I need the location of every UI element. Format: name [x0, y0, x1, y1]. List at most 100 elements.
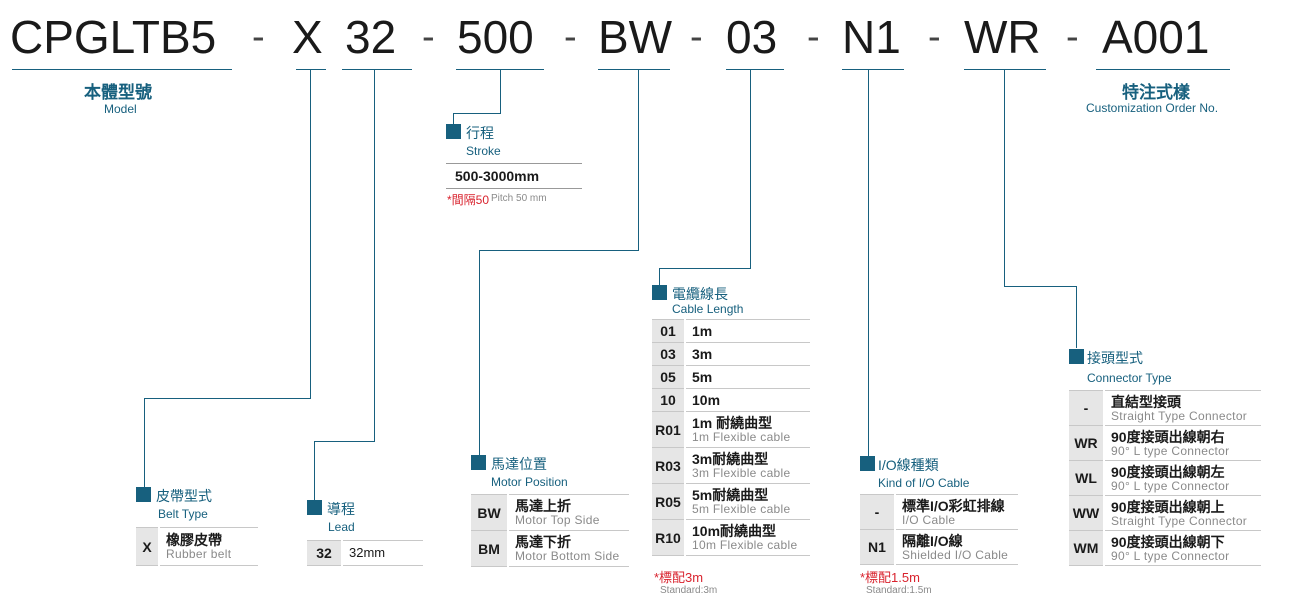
- table-row: 01 1m: [652, 319, 810, 343]
- belt-table: X 橡膠皮帶 Rubber belt: [136, 527, 258, 566]
- code-dash-2: -: [422, 16, 435, 58]
- underline-io: [842, 69, 904, 70]
- cable-title-en: Cable Length: [672, 302, 744, 316]
- code-motor: BW: [598, 11, 673, 63]
- connector-code-0: -: [1069, 390, 1105, 426]
- lead-value: 32mm: [349, 545, 386, 560]
- stroke-top-line: [446, 163, 582, 164]
- code-dash-6: -: [928, 16, 941, 58]
- wire-stroke-h: [453, 113, 501, 114]
- io-title-zh: I/O線種類: [878, 457, 939, 473]
- table-row: 05 5m: [652, 365, 810, 389]
- cable-value-3: 10m: [692, 392, 721, 408]
- io-code-1: N1: [860, 529, 896, 565]
- cable-note-red: *標配3m: [654, 570, 704, 585]
- wire-lead-h: [314, 441, 375, 442]
- code-dash-4: -: [690, 16, 703, 58]
- stroke-title-zh: 行程: [466, 125, 494, 141]
- cable-title-zh: 電纜線長: [672, 286, 728, 302]
- custom-label-zh: 特注式樣: [1122, 83, 1190, 102]
- motor-square-icon: [471, 455, 486, 470]
- connector-zh-4: 90度接頭出線朝下: [1111, 533, 1225, 550]
- connector-zh-2: 90度接頭出線朝左: [1111, 463, 1225, 480]
- belt-title-en: Belt Type: [158, 507, 208, 521]
- io-en-0: I/O Cable: [902, 512, 956, 527]
- cable-code-3: 10: [652, 388, 686, 412]
- io-note-gray: Standard:1.5m: [866, 585, 932, 596]
- underline-belt: [296, 69, 326, 70]
- wire-motor-v: [638, 69, 639, 251]
- motor-code-0: BW: [471, 494, 509, 531]
- cable-flex-zh-2: 5m耐繞曲型: [692, 487, 769, 503]
- connector-cell-3: 90度接頭出線朝上 Straight Type Connector: [1104, 495, 1261, 531]
- connector-zh-3: 90度接頭出線朝上: [1111, 498, 1225, 515]
- io-zh-0: 標準I/O彩虹排線: [902, 497, 1005, 514]
- table-row: 32 32mm: [307, 540, 423, 566]
- wire-connector-v: [1004, 69, 1005, 287]
- table-row: 10 10m: [652, 388, 810, 412]
- connector-table: - 直結型接頭 Straight Type Connector WR 90度接頭…: [1069, 390, 1261, 566]
- wire-belt-v: [310, 69, 311, 399]
- wire-stroke-v: [500, 69, 501, 114]
- stroke-value: 500-3000mm: [455, 168, 540, 184]
- wire-connector-h: [1004, 286, 1077, 287]
- cable-value-1: 3m: [692, 346, 713, 362]
- cable-flex-zh-3: 10m耐繞曲型: [692, 523, 777, 539]
- motor-code-1: BM: [471, 530, 509, 567]
- io-en-1: Shielded I/O Cable: [902, 547, 1009, 562]
- cable-flex-zh-0: 1m 耐繞曲型: [692, 415, 773, 431]
- underline-lead: [342, 69, 412, 70]
- cable-flex-code-2: R05: [652, 483, 686, 520]
- io-square-icon: [860, 456, 875, 471]
- cable-flex-code-3: R10: [652, 519, 686, 556]
- cable-flex-cell-1: 3m耐繞曲型 3m Flexible cable: [685, 447, 810, 484]
- motor-title-en: Motor Position: [491, 475, 568, 489]
- cable-cell-1: 3m: [685, 342, 810, 366]
- belt-cell: 橡膠皮帶 Rubber belt: [159, 527, 258, 566]
- code-io: N1: [842, 11, 901, 63]
- code-stroke: 500: [457, 11, 534, 63]
- wire-cable-v2: [659, 268, 660, 286]
- connector-code-1: WR: [1069, 425, 1105, 461]
- table-row: WR 90度接頭出線朝右 90° L type Connector: [1069, 425, 1261, 461]
- belt-code: X: [136, 527, 160, 566]
- cable-flex-cell-2: 5m耐繞曲型 5m Flexible cable: [685, 483, 810, 520]
- wire-lead-v: [374, 69, 375, 442]
- table-row: 03 3m: [652, 342, 810, 366]
- cable-flex-en-2: 5m Flexible cable: [692, 502, 791, 516]
- cable-cell-0: 1m: [685, 319, 810, 343]
- table-row: WW 90度接頭出線朝上 Straight Type Connector: [1069, 495, 1261, 531]
- belt-title-zh: 皮帶型式: [156, 488, 212, 504]
- custom-label-en: Customization Order No.: [1086, 101, 1219, 115]
- motor-zh-0: 馬達上折: [515, 498, 571, 514]
- table-row: R03 3m耐繞曲型 3m Flexible cable: [652, 447, 810, 484]
- connector-en-2: 90° L type Connector: [1111, 478, 1230, 493]
- connector-zh-1: 90度接頭出線朝右: [1111, 428, 1225, 445]
- code-connector: WR: [964, 11, 1041, 63]
- wire-motor-v2: [479, 250, 480, 456]
- motor-cell-1: 馬達下折 Motor Bottom Side: [508, 530, 629, 567]
- cable-code-0: 01: [652, 319, 686, 343]
- belt-en: Rubber belt: [166, 547, 232, 561]
- io-cell-1: 隔離I/O線 Shielded I/O Cable: [895, 529, 1018, 565]
- belt-square-icon: [136, 487, 151, 502]
- underline-custom: [1096, 69, 1230, 70]
- motor-en-1: Motor Bottom Side: [515, 549, 620, 563]
- cable-cell-2: 5m: [685, 365, 810, 389]
- cable-flex-en-1: 3m Flexible cable: [692, 466, 791, 480]
- table-row: BM 馬達下折 Motor Bottom Side: [471, 530, 629, 567]
- lead-cell: 32mm: [342, 540, 423, 566]
- connector-en-1: 90° L type Connector: [1111, 443, 1230, 458]
- cable-code-1: 03: [652, 342, 686, 366]
- io-note-red: *標配1.5m: [860, 570, 920, 585]
- cable-value-0: 1m: [692, 323, 713, 339]
- code-model: CPGLTB5: [10, 11, 217, 63]
- connector-cell-1: 90度接頭出線朝右 90° L type Connector: [1104, 425, 1261, 461]
- code-dash-5: -: [807, 16, 820, 58]
- connector-en-4: 90° L type Connector: [1111, 548, 1230, 563]
- cable-flex-cell-0: 1m 耐繞曲型 1m Flexible cable: [685, 411, 810, 448]
- table-row: N1 隔離I/O線 Shielded I/O Cable: [860, 529, 1018, 565]
- connector-cell-4: 90度接頭出線朝下 90° L type Connector: [1104, 530, 1261, 566]
- underline-connector: [964, 69, 1046, 70]
- code-lead: 32: [345, 11, 397, 63]
